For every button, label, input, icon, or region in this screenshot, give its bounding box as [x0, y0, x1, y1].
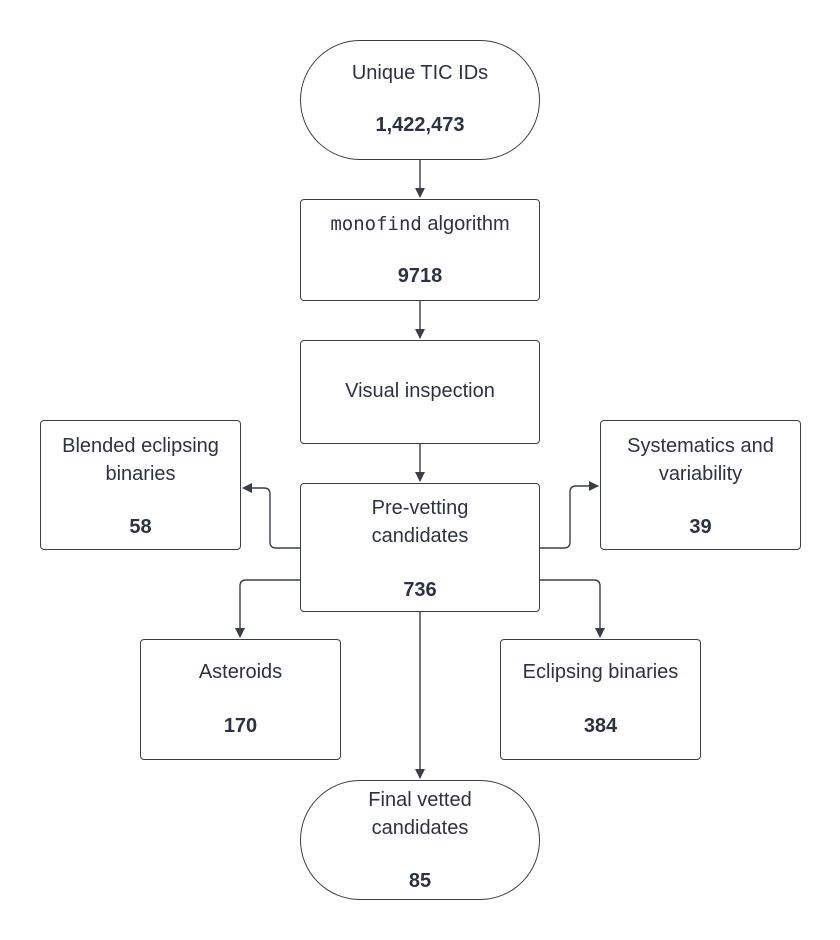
blended-label-line1: Blended eclipsing	[62, 435, 219, 457]
asteroids-count: 170	[223, 715, 258, 737]
blended-label-line2: binaries	[105, 463, 176, 485]
unique-tic-ids-label: Unique TIC IDs	[351, 62, 489, 84]
pre-vetting-label-line1: Pre-vetting	[371, 497, 469, 519]
arrow-prevetting-to-blended	[242, 483, 300, 549]
asteroids-node: Asteroids 170	[140, 639, 341, 760]
systematics-count: 39	[689, 516, 712, 538]
systematics-label-line2: variability	[658, 463, 743, 485]
monofind-code-text: monofind	[330, 213, 422, 235]
monofind-algorithm-label: monofind algorithm	[301, 210, 539, 238]
pre-vetting-label-line2: candidates	[371, 525, 469, 547]
systematics-label-line1: Systematics and	[627, 435, 774, 457]
pre-vetting-candidates-node: Pre-vetting candidates 736	[300, 483, 540, 612]
final-label-line2: candidates	[371, 817, 469, 839]
asteroids-label: Asteroids	[198, 661, 283, 683]
visual-inspection-node: Visual inspection	[300, 340, 540, 444]
eclipsing-binaries-node: Eclipsing binaries 384	[500, 639, 701, 760]
final-label-line1: Final vetted	[368, 789, 472, 811]
final-vetted-candidates-node: Final vetted candidates 85	[300, 780, 540, 900]
eclipsing-binaries-count: 384	[583, 715, 618, 737]
unique-tic-ids-count: 1,422,473	[375, 114, 465, 136]
arrow-prevetting-to-eclipsing	[540, 579, 605, 638]
eclipsing-binaries-label: Eclipsing binaries	[522, 661, 679, 683]
arrow-prevetting-to-asteroids	[235, 579, 300, 638]
unique-tic-ids-node: Unique TIC IDs 1,422,473	[300, 40, 540, 160]
pre-vetting-count: 736	[403, 579, 437, 601]
visual-inspection-label: Visual inspection	[345, 380, 495, 402]
blended-count: 58	[129, 516, 152, 538]
final-count: 85	[408, 870, 432, 892]
monofind-algorithm-node: monofind algorithm 9718	[300, 199, 540, 301]
blended-eclipsing-binaries-node: Blended eclipsing binaries 58	[40, 420, 241, 550]
arrow-prevetting-to-systematics	[540, 481, 599, 549]
monofind-rest-text: algorithm	[421, 213, 510, 235]
systematics-and-variability-node: Systematics and variability 39	[600, 420, 801, 550]
monofind-algorithm-count: 9718	[397, 265, 443, 287]
